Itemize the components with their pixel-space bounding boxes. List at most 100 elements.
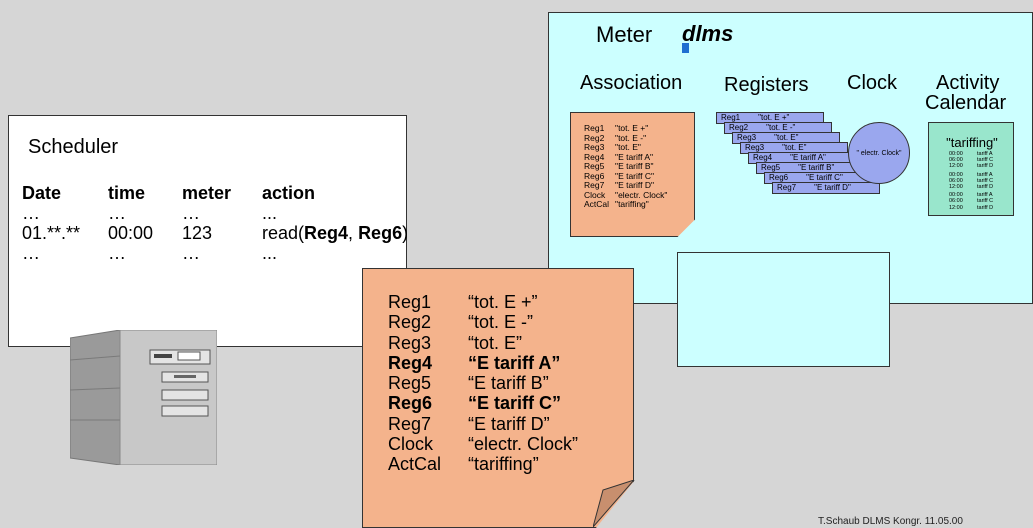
cell: … xyxy=(108,203,126,223)
page-curl-icon xyxy=(593,480,635,528)
object-value: “tot. E -” xyxy=(468,312,534,333)
association-cell-key: Reg2 xyxy=(584,132,605,143)
register-card-value: "tot. E +" xyxy=(758,113,790,122)
object-list-row: ActCal“tariffing” xyxy=(388,454,578,474)
object-list-row: Reg1 “tot. E +” xyxy=(388,292,578,312)
calendar-value: tariff D xyxy=(977,163,994,170)
register-card: Reg7"E tariff D" xyxy=(772,182,880,194)
object-key: Reg2 xyxy=(388,312,432,333)
empty-box xyxy=(677,252,890,367)
cell: … xyxy=(182,243,200,263)
association-cell-key: Reg3 xyxy=(584,142,605,152)
association-cell-value: "tot. E +" xyxy=(615,123,649,133)
object-list-sheet xyxy=(362,268,634,528)
calendar-row: 06:00 tariff C xyxy=(949,157,993,163)
calendar-time: 06:00 xyxy=(949,157,963,164)
association-row: ActCal"tariffing" xyxy=(584,199,673,210)
calendar-value: tariff D xyxy=(977,204,994,211)
object-value: “E tariff D” xyxy=(468,413,550,434)
col-date: Date xyxy=(22,183,62,203)
activity-header-line1: Activity xyxy=(936,72,1000,94)
calendar-time: 12:00 xyxy=(949,163,963,170)
object-key: Reg4 xyxy=(388,352,433,373)
meter-title: Meter xyxy=(596,22,653,47)
object-value: “tariffing” xyxy=(468,454,539,475)
object-list-row: Clock“electr. Clock” xyxy=(388,434,578,454)
object-key: Reg5 xyxy=(388,373,432,394)
cell: … xyxy=(22,203,40,223)
calendar-time: 00:00 xyxy=(949,171,963,178)
server-computer-icon xyxy=(70,330,217,465)
association-cell-value: "E tariff B" xyxy=(615,161,654,171)
register-card-key: Reg2 xyxy=(729,123,749,132)
registers-header: Registers xyxy=(724,74,809,96)
clock-label: " electr. Clock" xyxy=(856,149,902,157)
calendar-row: 00:00 tariff A xyxy=(949,192,993,198)
association-cell-key: Reg1 xyxy=(584,123,605,133)
cell: … xyxy=(108,243,126,263)
object-key: Reg6 xyxy=(388,393,433,414)
association-row: Reg1 "tot. E +" xyxy=(584,123,673,134)
calendar-value: tariff D xyxy=(977,184,994,190)
scheduler-table: Date time meter action … … … ... 01.**.*… xyxy=(22,183,408,263)
calendar-value: tariff A xyxy=(977,192,993,199)
association-cell-value: "tot. E -" xyxy=(615,132,647,143)
association-row: Clock"electr. Clock" xyxy=(584,189,673,201)
association-row: Reg2 "tot. E -" xyxy=(584,132,673,144)
col-action: action xyxy=(262,183,316,203)
cell-meter: 123 xyxy=(182,223,213,243)
scheduler-row: 01.**.** 00:00 123 read(Reg4, Reg6) xyxy=(22,223,408,243)
register-card-key: Reg3 xyxy=(745,143,765,152)
scheduler-header-row: Date time meter action xyxy=(22,183,408,203)
register-card-key: Reg3 xyxy=(737,133,757,142)
activity-header-line2: Calendar xyxy=(925,92,1007,114)
object-value: “E tariff B” xyxy=(468,373,549,394)
association-row: Reg5 "E tariff B" xyxy=(584,161,673,172)
object-list-row: Reg4“E tariff A” xyxy=(388,353,578,373)
cell-date: 01.**.** xyxy=(22,223,81,243)
association-row: Reg7"E tariff D" xyxy=(584,180,673,191)
action-suffix: ) xyxy=(402,223,409,243)
object-value: “E tariff C” xyxy=(468,393,562,414)
clock-header: Clock xyxy=(847,72,898,94)
object-value: “tot. E +” xyxy=(468,292,538,312)
register-card-value: "tot. E" xyxy=(782,143,807,152)
scheduler-title: Scheduler xyxy=(28,136,119,158)
object-value: “tot. E” xyxy=(468,332,523,353)
association-table: Reg1 "tot. E +" Reg2 "tot. E -" Reg3 "tot. E"… xyxy=(584,123,673,210)
action-reg-b: Reg6 xyxy=(358,223,403,243)
cell-time: 00:00 xyxy=(108,223,154,243)
object-list-row: Reg2 “tot. E -” xyxy=(388,312,578,332)
calendar-time: 12:00 xyxy=(949,184,963,190)
object-key: Reg1 xyxy=(388,292,432,312)
register-card-key: Reg7 xyxy=(777,183,797,192)
action-reg-a: Reg4 xyxy=(304,223,349,243)
calendar-value: tariff C xyxy=(977,157,994,164)
cell: ... xyxy=(262,243,278,263)
register-card-value: "E tariff B" xyxy=(798,163,835,172)
scheduler-row: … … … ... xyxy=(22,243,408,263)
association-cell-key: Reg7 xyxy=(584,180,605,190)
association-cell-key: Reg4 xyxy=(584,151,605,162)
association-cell-key: Clock xyxy=(584,189,606,200)
association-cell-key: ActCal xyxy=(584,199,610,209)
cell: … xyxy=(182,203,200,223)
register-card-key: Reg6 xyxy=(769,173,789,182)
col-meter: meter xyxy=(182,183,232,203)
calendar-time: 00:00 xyxy=(949,151,963,157)
register-card-key: Reg1 xyxy=(721,113,741,122)
register-card-value: "E tariff A" xyxy=(790,153,826,162)
object-list-row: Reg5 “E tariff B” xyxy=(388,373,578,393)
association-row: Reg6"E tariff C" xyxy=(584,171,673,182)
association-object-list xyxy=(570,112,695,237)
register-card-key: Reg5 xyxy=(761,163,781,172)
association-cell-value: "tot. E" xyxy=(615,142,641,152)
scheduler-window xyxy=(8,115,407,347)
association-cell-key: Reg5 xyxy=(584,161,605,171)
calendar-time: 00:00 xyxy=(949,192,963,199)
cell: ... xyxy=(262,203,278,223)
